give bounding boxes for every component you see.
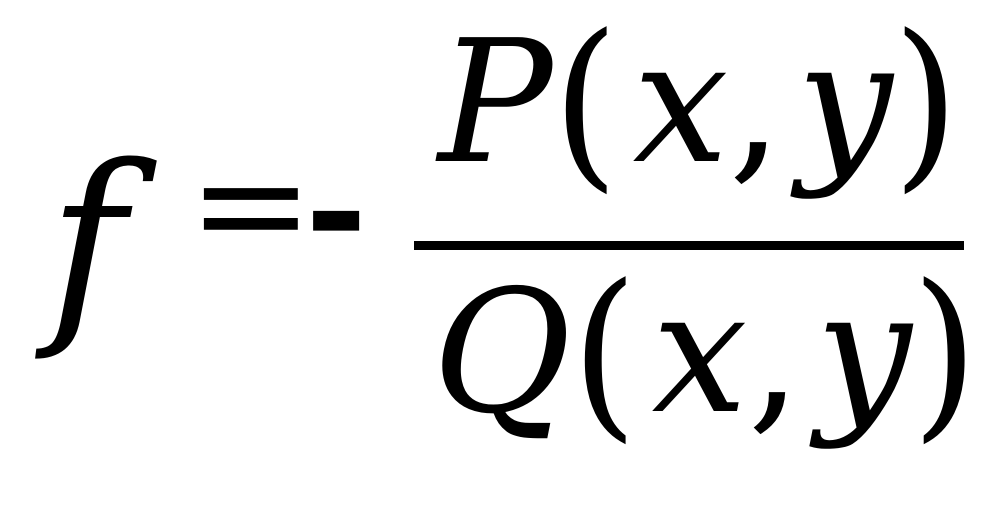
denominator: Q(x,y) xyxy=(432,261,978,445)
denominator-function: Q xyxy=(432,254,572,452)
numerator: P(x,y) xyxy=(438,11,959,195)
lhs-variable: f xyxy=(48,120,126,365)
denominator-open-paren: ( xyxy=(571,246,638,460)
denominator-close-paren: ) xyxy=(911,246,978,460)
denominator-arg-x: x xyxy=(651,254,748,452)
denominator-arg-y: y xyxy=(815,254,912,452)
numerator-arg-x: x xyxy=(632,4,729,202)
numerator-close-paren: ) xyxy=(892,0,960,210)
numerator-function: P xyxy=(438,4,553,202)
fraction-bar xyxy=(414,241,964,250)
fraction: P(x,y) Q(x,y) xyxy=(414,0,978,506)
minus-sign: - xyxy=(305,121,368,297)
equals-sign: = xyxy=(188,118,314,292)
numerator-comma: , xyxy=(728,4,783,202)
numerator-arg-y: y xyxy=(796,4,893,202)
denominator-comma: , xyxy=(747,254,802,452)
numerator-open-paren: ( xyxy=(552,0,619,210)
